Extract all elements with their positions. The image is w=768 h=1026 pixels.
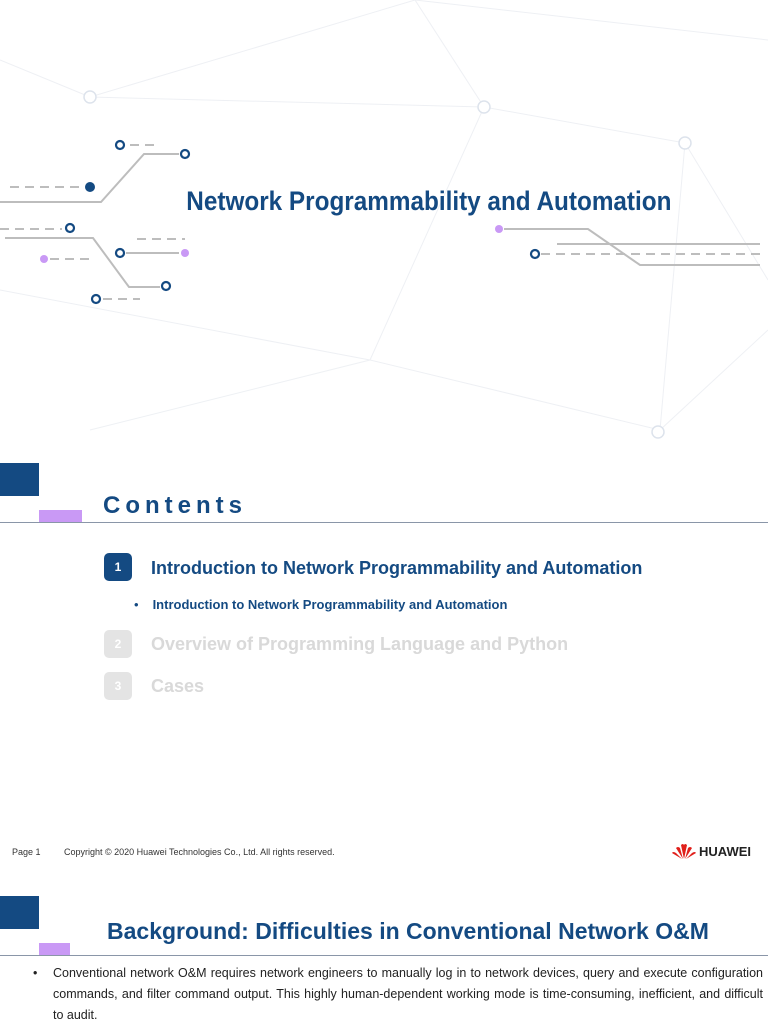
item-number-2: 2	[104, 630, 132, 658]
contents-item-3[interactable]: Cases	[151, 676, 205, 696]
contents-item-1[interactable]: Introduction to Network Programmability …	[151, 558, 643, 578]
accent-bar-decoration	[39, 510, 82, 522]
huawei-logo: HUAWEI	[672, 843, 751, 860]
copyright: Copyright © 2020 Huawei Technologies Co.…	[64, 847, 335, 857]
bullet-item: Conventional network O&M requires networ…	[33, 963, 763, 1026]
corner-square-decoration	[0, 896, 39, 929]
logo-text: HUAWEI	[699, 844, 751, 859]
divider	[0, 522, 768, 523]
huawei-petal-icon	[672, 844, 696, 859]
page-number: Page 1	[12, 847, 41, 857]
contents-subitem[interactable]: • Introduction to Network Programmability…	[134, 597, 507, 612]
accent-bar-decoration	[39, 943, 70, 955]
circuit-decoration	[0, 0, 768, 439]
divider	[0, 955, 768, 956]
contents-item-2[interactable]: Overview of Programming Language and Pyt…	[151, 634, 569, 654]
contents-heading: Contents	[103, 492, 247, 519]
bullet-list: Conventional network O&M requires networ…	[33, 963, 763, 1026]
item-number-3: 3	[104, 672, 132, 700]
bullet: •	[134, 597, 139, 612]
corner-square-decoration	[0, 463, 39, 496]
subitem-label: Introduction to Network Programmability …	[152, 597, 508, 612]
background-slide-title: Background: Difficulties in Conventional…	[107, 918, 709, 944]
item-number-1: 1	[104, 553, 132, 581]
title-slide-title: Network Programmability and Automation	[186, 186, 672, 216]
